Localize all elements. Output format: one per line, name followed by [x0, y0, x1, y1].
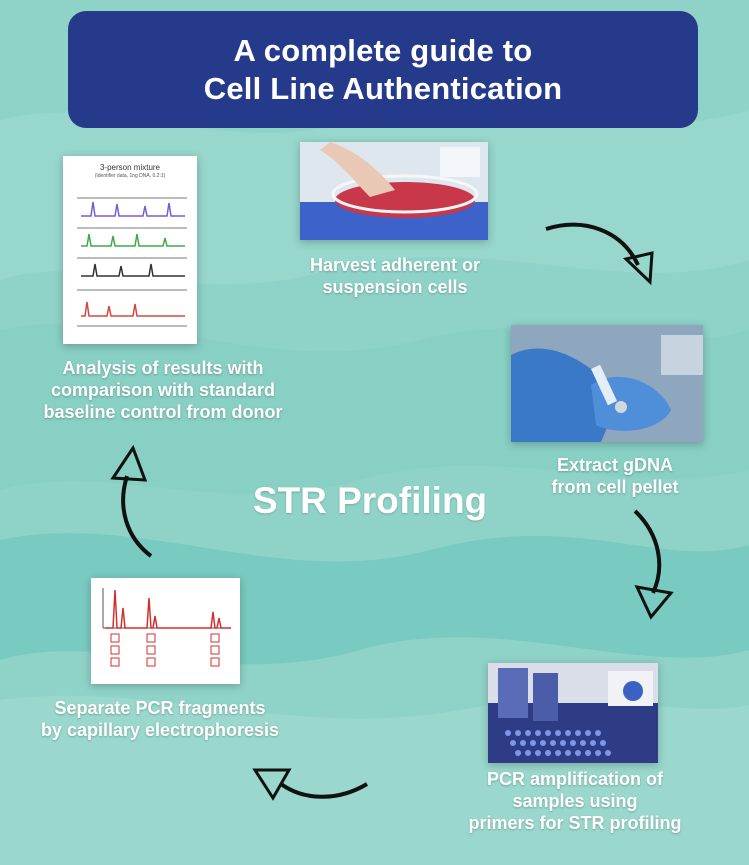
pcr-amplification-photo — [488, 663, 658, 763]
str-report-illustration — [63, 156, 197, 344]
report-traces — [77, 197, 187, 327]
step-3-line-2: samples using — [512, 791, 638, 811]
pcr-plate-illustration — [488, 663, 658, 763]
report-heading: 3-person mixture — [99, 163, 161, 172]
capillary-electrophoresis-image — [91, 578, 240, 684]
title-line-2: Cell Line Authentication — [203, 70, 563, 106]
step-2-line-1: Extract gDNA — [556, 455, 674, 475]
report-subheading: (Identifier data, 1ng DNA, 0.2:1) — [94, 173, 166, 179]
center-label: STR Profiling — [252, 480, 488, 521]
arrow-step3-to-step4 — [252, 768, 369, 801]
step-5-caption: Analysis of results with comparison with… — [8, 357, 318, 423]
arrow-step1-to-step2 — [545, 222, 654, 286]
step-4-line-2: by capillary electrophoresis — [40, 720, 280, 740]
harvest-cells-photo — [300, 142, 488, 240]
extract-gdna-photo — [511, 325, 703, 442]
electropherogram-illustration — [91, 578, 240, 684]
arrow-step4-to-step5 — [110, 444, 153, 558]
step-1-line-2: suspension cells — [322, 277, 468, 297]
title-banner: A complete guide to Cell Line Authentica… — [68, 11, 698, 128]
step-2-line-2: from cell pellet — [551, 477, 679, 497]
step-3-line-1: PCR amplification of — [486, 769, 663, 789]
step-5-line-3: baseline control from donor — [43, 402, 283, 422]
step-5-line-2: comparison with standard — [50, 380, 276, 400]
step-3-caption: PCR amplification of samples using prime… — [440, 768, 710, 834]
step-4-caption: Separate PCR fragments by capillary elec… — [10, 697, 310, 741]
title-line-1: A complete guide to — [233, 32, 533, 68]
step-1-line-1: Harvest adherent or — [309, 255, 481, 275]
step-3-line-3: primers for STR profiling — [468, 813, 682, 833]
step-1-caption: Harvest adherent or suspension cells — [270, 254, 520, 298]
step-5-line-1: Analysis of results with — [62, 358, 264, 378]
gloved-hands-illustration — [511, 325, 703, 442]
petri-dish-illustration — [300, 142, 488, 240]
step-2-caption: Extract gDNA from cell pellet — [505, 454, 725, 498]
analysis-report-image: 3-person mixture (Identifier data, 1ng D… — [63, 156, 197, 344]
arrow-step2-to-step3 — [633, 509, 674, 620]
step-4-line-1: Separate PCR fragments — [54, 698, 266, 718]
